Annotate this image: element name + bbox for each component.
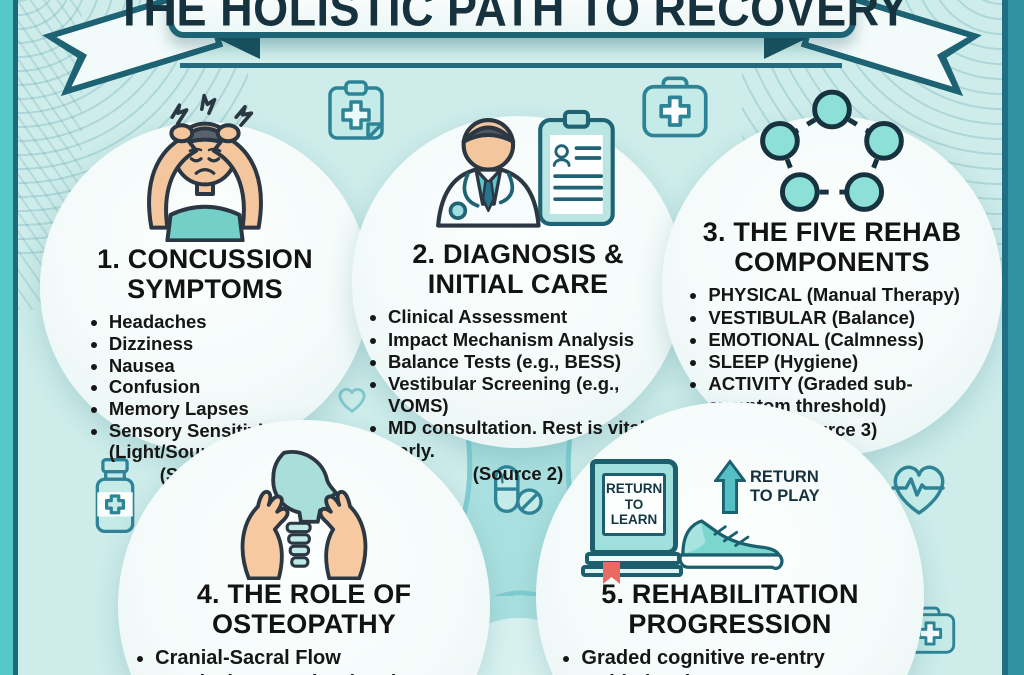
section-title: 5. REHABILITATION PROGRESSION [601,579,859,639]
book-pages [581,565,683,577]
pills-icon [493,465,543,515]
section-5-circle: RETURN TO LEARN RETURN TO PLAY [536,402,924,675]
osteopathy-list: Cranial-Sacral FlowCervical Integration … [129,646,479,675]
list-item: EMOTIONAL (Calmness) [708,329,981,351]
section-title: 1. CONCUSSION SYMPTOMS [97,244,313,304]
section-title: 2. DIAGNOSIS & INITIAL CARE [412,239,624,299]
section-1-circle: 1. CONCUSSION SYMPTOMS HeadachesDizzines… [40,93,370,485]
section-title: 4. THE ROLE OF OSTEOPATHY [196,579,412,639]
pill-bottle-icon [95,458,135,534]
book-pages [585,552,681,565]
list-item: Vestibular Screening (e.g., VOMS) [388,373,674,417]
care-list: Clinical AssessmentImpact Mechanism Anal… [362,306,674,461]
doctor-clipboard-icon [352,109,684,234]
list-item: Dizziness [109,333,327,355]
return-progression-icon: RETURN TO LEARN RETURN TO PLAY [572,402,888,584]
list-item: Graded cognitive re-entry [581,646,904,671]
rehab-components-list: PHYSICAL (Manual Therapy)VESTIBULAR (Bal… [682,284,981,417]
title-banner: THE HOLISTIC PATH TO RECOVERY [116,0,908,38]
left-border [0,0,13,675]
list-item: Cranial-Sacral Flow [155,646,479,671]
list-item: Memory Lapses [109,398,327,420]
section-4-circle: 4. THE ROLE OF OSTEOPATHY Cranial-Sacral… [118,420,490,675]
sneaker-icon [678,519,784,571]
return-to-learn-label: RETURN TO LEARN [602,473,666,536]
list-item: Confusion [109,376,327,398]
list-item: Clinical Assessment [388,306,674,328]
progression-list: Graded cognitive re-entryGuided active r… [555,646,904,675]
left-border-line [13,0,18,675]
hands-holding-head-icon [118,420,490,580]
section-3-circle: 3. THE FIVE REHAB COMPONENTS PHYSICAL (M… [662,89,1002,456]
list-item: MD consultation. Rest is vital early. [388,417,674,461]
up-arrow-icon [714,459,746,514]
first-aid-kit-icon [642,76,708,138]
return-to-play-label: RETURN TO PLAY [750,468,820,505]
list-item: PHYSICAL (Manual Therapy) [708,284,981,306]
section-2-circle: 2. DIAGNOSIS & INITIAL CARE Clinical Ass… [352,109,684,484]
clipboard-medical-icon [328,80,384,140]
list-item: Impact Mechanism Analysis [388,329,674,351]
list-item: Headaches [109,311,327,333]
heart-outline-icon [338,387,366,413]
page-title: THE HOLISTIC PATH TO RECOVERY [115,0,909,36]
list-item: Nausea [109,355,327,377]
list-item: SLEEP (Hygiene) [708,351,981,373]
return-to-learn-book-icon: RETURN TO LEARN [581,459,683,584]
list-item: Balance Tests (e.g., BESS) [388,351,674,373]
list-item: VESTIBULAR (Balance) [708,307,981,329]
right-border [1008,0,1024,675]
heart-pulse-icon [891,465,945,515]
bookmark-icon [603,562,620,584]
five-circles-icon [662,89,1002,216]
right-border-line [1002,0,1008,675]
list-item: Guided active recovery [581,671,904,675]
section-title: 3. THE FIVE REHAB COMPONENTS [702,217,962,277]
source-label: (Source 2) [472,462,564,484]
person-headache-icon [40,93,370,244]
list-item: Cervical Integration (Neck support) [155,671,479,675]
